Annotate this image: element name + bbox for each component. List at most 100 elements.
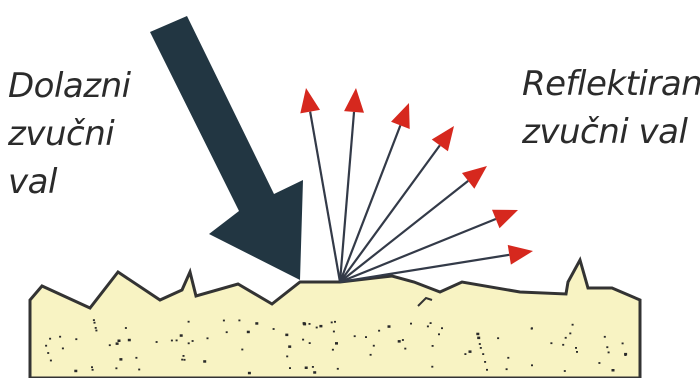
grain [203, 360, 206, 363]
reflected-ray-1 [300, 88, 340, 282]
grain [207, 337, 209, 339]
grain [569, 333, 571, 335]
grain [606, 346, 608, 348]
grain [479, 343, 481, 345]
grain [365, 336, 367, 338]
grain [180, 334, 183, 337]
grain [331, 322, 333, 324]
grain [285, 334, 288, 337]
arrow-icon [492, 210, 518, 229]
grain [427, 326, 429, 328]
grain [176, 340, 178, 342]
grain [45, 345, 47, 347]
grain [226, 331, 228, 333]
grain [531, 328, 533, 330]
grain [486, 369, 488, 371]
grain [50, 360, 52, 362]
grain [183, 355, 185, 357]
reflected-label-line-2: zvučni val [522, 108, 700, 156]
grain [171, 340, 173, 342]
grain [550, 342, 552, 344]
grain [333, 331, 335, 333]
grain [334, 321, 336, 323]
grain [184, 359, 186, 361]
grain [378, 330, 380, 332]
grain [410, 323, 412, 325]
grain [562, 344, 564, 346]
incoming-wave-label: Dolazni zvučni val [8, 62, 131, 206]
grain [128, 339, 131, 342]
grain [305, 367, 308, 370]
reflected-ray-7 [340, 245, 533, 282]
grain [273, 328, 275, 330]
arrow-icon [462, 166, 487, 189]
grain [188, 321, 190, 323]
grain [119, 358, 122, 361]
grain [612, 369, 615, 372]
grain [564, 370, 566, 372]
grain [92, 369, 94, 371]
grain [431, 366, 433, 368]
grain [94, 322, 96, 324]
grain [402, 339, 404, 341]
grain [480, 347, 482, 349]
grain [288, 345, 291, 348]
arrow-icon [432, 126, 454, 151]
grain [332, 349, 334, 351]
arrow-icon [391, 103, 410, 129]
incoming-label-line-2: zvučni [8, 110, 131, 158]
grain [95, 330, 97, 332]
reflected-wave-rays [300, 88, 533, 282]
grain [477, 337, 480, 340]
grain [303, 322, 306, 325]
grain [398, 340, 401, 343]
arrow-icon [344, 88, 364, 113]
grain [373, 345, 375, 347]
grain [109, 344, 111, 346]
grain [608, 352, 610, 354]
grain [476, 333, 479, 336]
grain [337, 368, 339, 370]
grain [531, 364, 533, 366]
grain [125, 327, 127, 329]
reflected-ray-line [310, 112, 340, 282]
grain [575, 347, 577, 349]
grain [49, 338, 51, 340]
grain [441, 327, 443, 329]
grain [302, 339, 304, 341]
reflected-wave-label: Reflektirani zvučni val [522, 60, 700, 156]
grain [335, 342, 338, 345]
grain [313, 371, 316, 374]
grain [138, 369, 140, 371]
grain [370, 354, 372, 356]
grain [622, 343, 624, 345]
grain [506, 368, 508, 370]
grain [312, 366, 314, 368]
grain [309, 342, 311, 344]
grain [430, 322, 432, 324]
grain [309, 323, 311, 325]
grain [482, 353, 484, 355]
grain [59, 336, 61, 338]
grain [572, 324, 574, 326]
grain [464, 353, 466, 355]
grain [289, 367, 291, 369]
grain [255, 322, 258, 325]
arrow-icon [300, 88, 320, 113]
grain [241, 349, 243, 351]
grain [507, 357, 509, 359]
incoming-wave-arrow [150, 16, 303, 280]
grain [62, 348, 64, 350]
grain [319, 325, 322, 328]
grain [316, 327, 318, 329]
grain [93, 319, 95, 321]
grain [156, 341, 158, 343]
grain [91, 366, 93, 368]
grain [95, 327, 97, 329]
grain [135, 357, 137, 359]
grain [432, 345, 434, 347]
grain [116, 342, 119, 345]
grain [576, 351, 578, 353]
grain [469, 350, 472, 353]
